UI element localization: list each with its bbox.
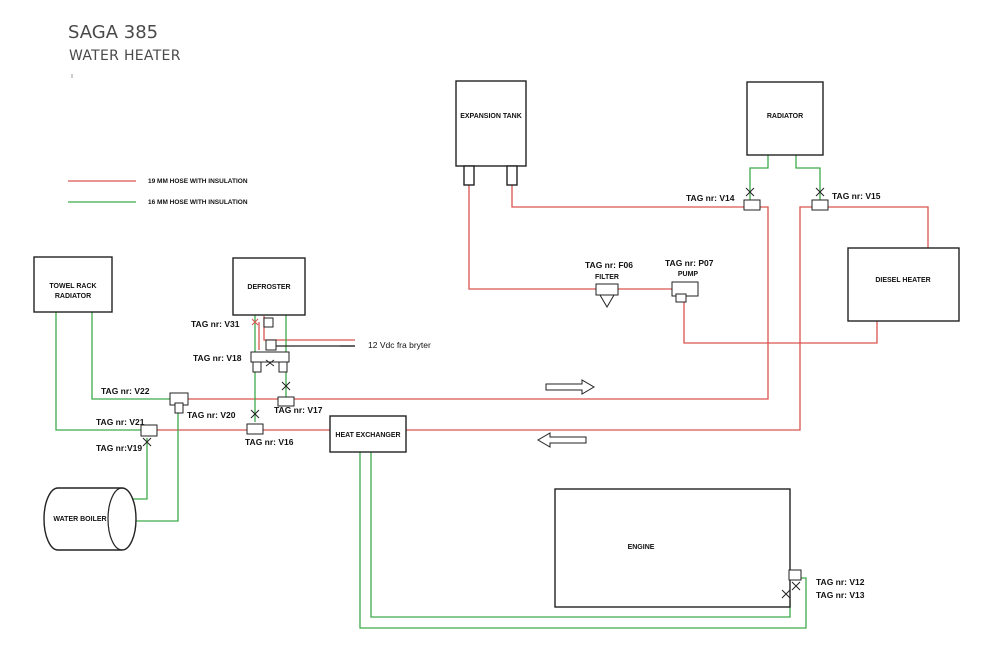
- heat-exchanger-label: HEAT EXCHANGER: [335, 432, 400, 439]
- tag-v21: TAG nr: V21: [96, 417, 145, 427]
- tag-v14: TAG nr: V14: [686, 193, 735, 203]
- hose-supply-line: [188, 206, 769, 400]
- hose-boiler-lower: [132, 407, 179, 522]
- hose-tank-v14: [511, 185, 746, 208]
- defroster-label: DEFROSTER: [247, 284, 290, 291]
- hose-pump-heater: [683, 297, 878, 344]
- legend: 19 MM HOSE WITH INSULATION 16 MM HOSE WI…: [68, 178, 248, 206]
- tag-v18: TAG nr: V18: [193, 353, 242, 363]
- towel-rack-radiator: TOWEL RACK RADIATOR: [33, 256, 113, 313]
- tag-v31: TAG nr: V31: [191, 319, 240, 329]
- water-boiler: WATER BOILER: [43, 487, 137, 551]
- hose-exchanger-engine-outer: [359, 452, 807, 629]
- flow-arrow-right: [545, 379, 595, 395]
- hose-radiator-v14: [749, 155, 769, 200]
- valve-v31: [251, 317, 274, 328]
- radiator-label: RADIATOR: [767, 113, 803, 120]
- tag-v12: TAG nr: V12: [816, 577, 865, 587]
- filter: FILTER: [595, 274, 619, 308]
- red-hoses: [150, 185, 929, 431]
- switch-note: 12 Vdc fra bryter: [368, 340, 431, 350]
- pump-label: PUMP: [678, 271, 699, 278]
- filter-label: FILTER: [595, 274, 619, 281]
- defroster: DEFROSTER: [232, 257, 306, 316]
- diesel-heater: DIESEL HEATER: [847, 247, 960, 322]
- hose-heater-v15: [826, 206, 929, 248]
- hose-towel-right: [91, 312, 170, 400]
- hose-defroster-feed: [263, 316, 355, 341]
- valve-v14: [743, 187, 761, 211]
- hose-return-line: [406, 206, 812, 431]
- heat-exchanger: HEAT EXCHANGER: [329, 415, 407, 453]
- hose-tank-filter: [468, 185, 597, 290]
- tag-p07: TAG nr: P07: [665, 258, 714, 268]
- legend-red-label: 19 MM HOSE WITH INSULATION: [148, 178, 248, 185]
- tag-v17: TAG nr: V17: [274, 405, 323, 415]
- tag-v20: TAG nr: V20: [187, 410, 236, 420]
- valve-v21-v19: [140, 424, 158, 447]
- diagram-subtitle: WATER HEATER: [69, 48, 181, 64]
- valve-v22-v20: [169, 392, 189, 414]
- valve-v16: [246, 409, 264, 435]
- diagram-title: SAGA 385: [68, 22, 159, 43]
- valve-v17: [277, 381, 295, 407]
- hose-towel-left: [55, 312, 141, 431]
- hose-boiler-upper: [132, 438, 148, 500]
- hose-exchanger-engine-inner: [370, 452, 791, 618]
- legend-green-label: 16 MM HOSE WITH INSULATION: [148, 199, 248, 206]
- valve-v18: [250, 339, 290, 373]
- valve-v15: [811, 187, 829, 211]
- expansion-tank-label: EXPANSION TANK: [460, 113, 522, 120]
- tag-v13: TAG nr: V13: [816, 590, 865, 600]
- hose-radiator-v15: [795, 155, 821, 200]
- pump: PUMP: [671, 271, 699, 303]
- radiator: RADIATOR: [746, 81, 824, 156]
- tag-f06: TAG nr: F06: [585, 260, 633, 270]
- towel-rack-label-1: TOWEL RACK: [49, 283, 96, 290]
- engine: ENGINE: [554, 488, 791, 608]
- tag-v16: TAG nr: V16: [245, 437, 294, 447]
- diesel-heater-label: DIESEL HEATER: [875, 277, 930, 284]
- towel-rack-label-2: RADIATOR: [55, 293, 91, 300]
- valve-v12-v13: [781, 569, 802, 599]
- flow-arrow-left: [537, 432, 587, 448]
- expansion-tank: EXPANSION TANK: [455, 80, 527, 186]
- tag-v19: TAG nr:V19: [96, 443, 142, 453]
- engine-label: ENGINE: [628, 544, 655, 551]
- water-boiler-label: WATER BOILER: [53, 516, 106, 523]
- tag-v22: TAG nr: V22: [101, 386, 150, 396]
- tag-v15: TAG nr: V15: [832, 191, 881, 201]
